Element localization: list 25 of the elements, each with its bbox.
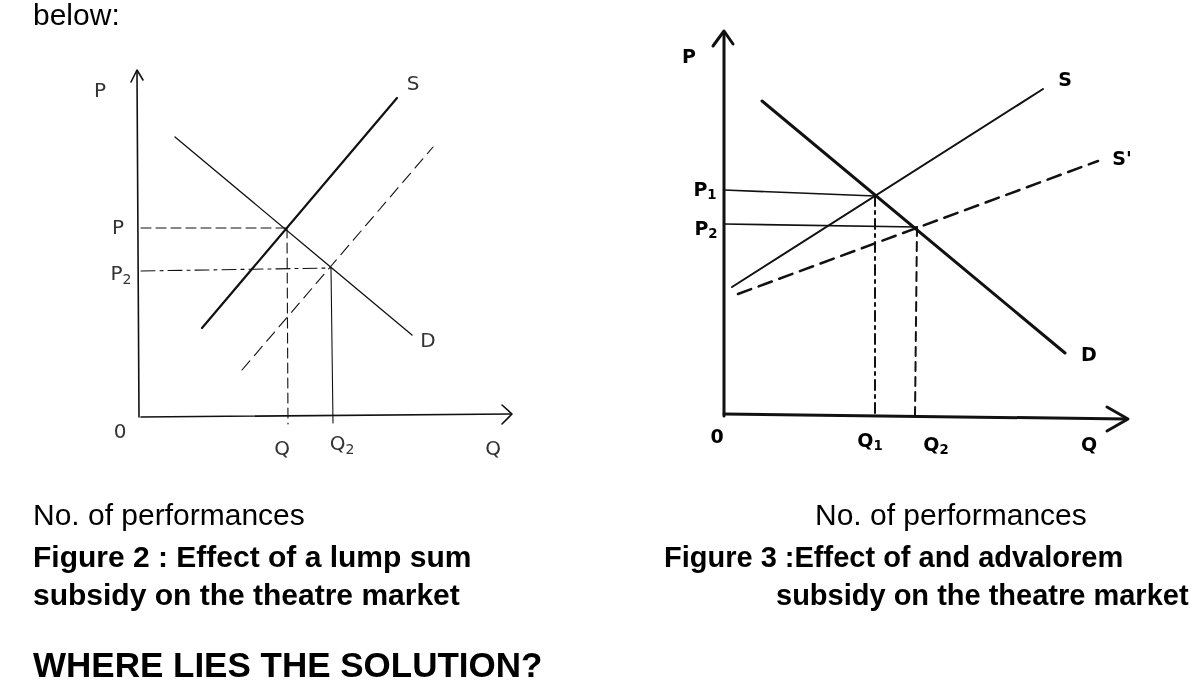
price-label: P$_{2}$ [110, 263, 132, 283]
quantity-label: Q$_{2}$ [923, 434, 949, 454]
figure-caption: Figure 2 : Effect of a lump sum subsidy on the theatre market [33, 539, 473, 613]
section-heading: WHERE LIES THE SOLUTION? [33, 647, 543, 682]
curve-label: D [420, 330, 436, 350]
curve-label: S [1058, 69, 1072, 89]
figure-caption: Figure 3 :Effect of and advalorem subsidy on the theatre market [664, 540, 1190, 613]
axis-label: P [93, 80, 107, 100]
intro-text: below: [33, 0, 120, 30]
origin-label: 0 [710, 426, 724, 446]
axis-title: No. of performances [815, 500, 1087, 530]
price-label: P$_{2}$ [694, 218, 718, 238]
quantity-label: Q$_{1}$ [857, 430, 883, 450]
axis-label: Q [485, 438, 501, 458]
curve-label: S' [1112, 148, 1132, 168]
price-label: P [111, 217, 125, 237]
price-label: P$_{1}$ [693, 179, 717, 199]
curve-label: D [1081, 344, 1097, 364]
origin-label: 0 [113, 421, 127, 441]
quantity-label: Q [274, 438, 290, 458]
quantity-label: Q$_{2}$ [329, 433, 355, 453]
axis-title: No. of performances [33, 500, 305, 530]
axis-label: Q [1080, 434, 1098, 454]
curve-label: S [406, 73, 420, 93]
axis-label: P [682, 46, 696, 66]
